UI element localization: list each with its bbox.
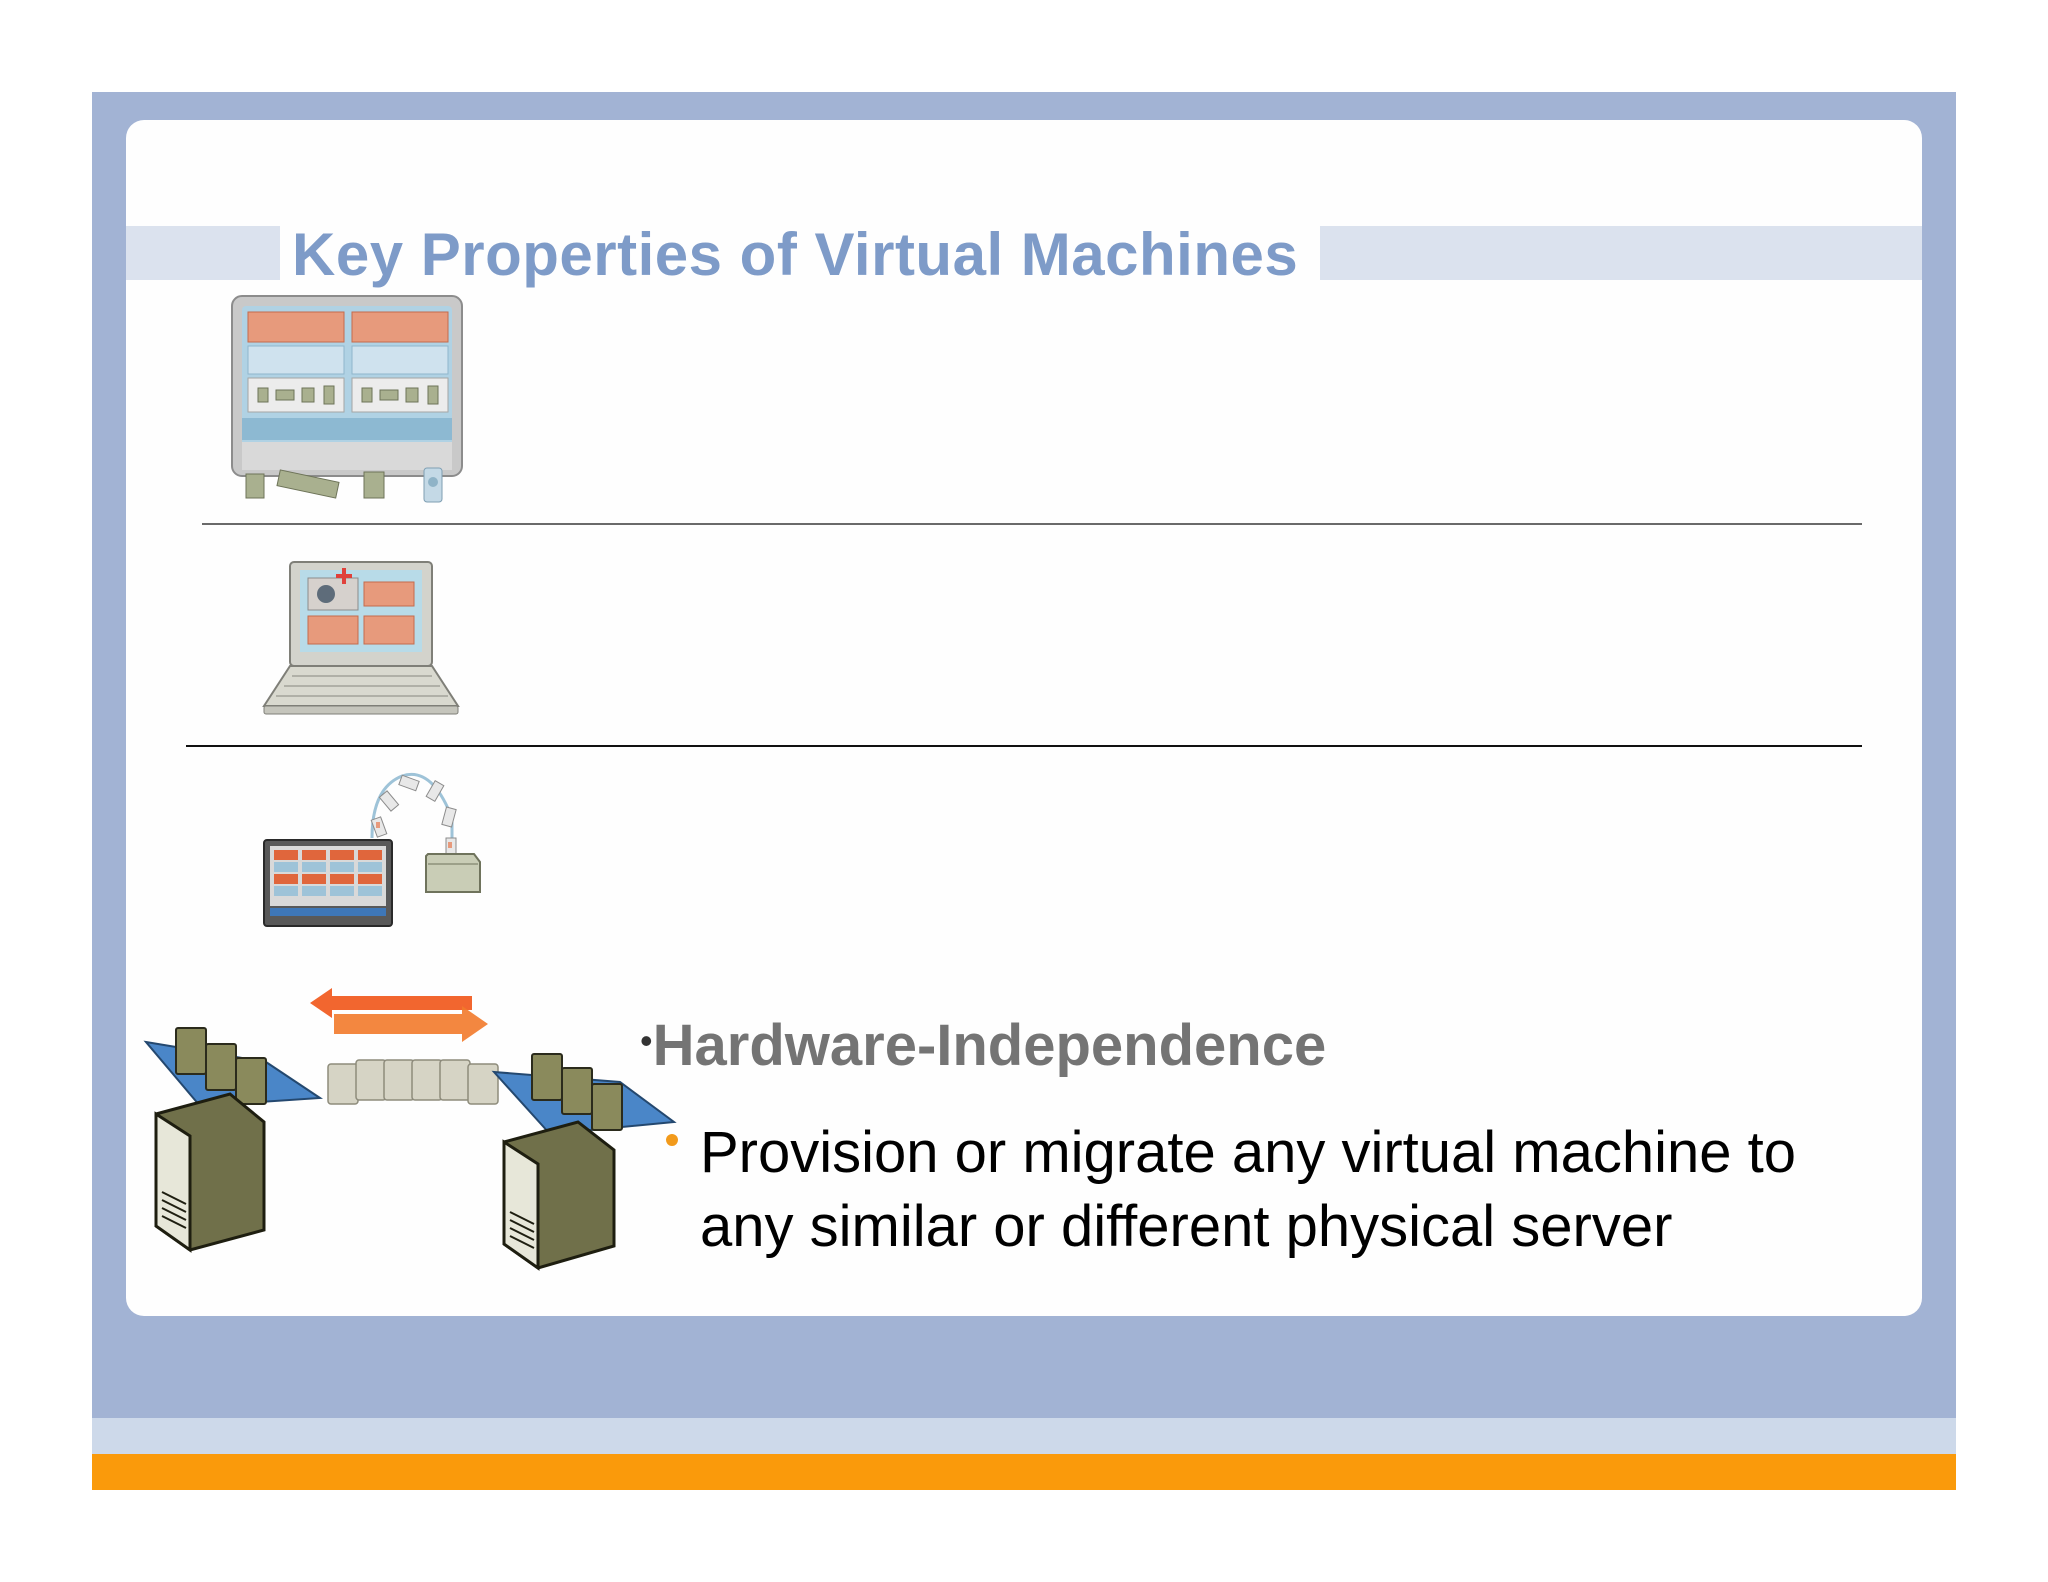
slide-title: Key Properties of Virtual Machines — [292, 221, 1299, 288]
bullet-text: Provision or migrate any virtual machine… — [700, 1120, 1797, 1259]
title-band-right — [1320, 226, 1922, 280]
bullet-marker — [666, 1134, 678, 1146]
heading-bullet: • — [640, 1020, 653, 1061]
title-band-left — [126, 226, 280, 280]
section-divider-2 — [186, 745, 1862, 747]
server-to-file-icon — [263, 773, 481, 927]
vm-architecture-icon — [231, 295, 463, 503]
server-migration-icon — [143, 988, 677, 1271]
section-divider-1 — [202, 523, 1862, 525]
section-heading-text: Hardware-Independence — [652, 1013, 1327, 1078]
footer-orange-band — [92, 1454, 1956, 1490]
laptop-icon — [262, 561, 460, 715]
footer-light-band — [92, 1418, 1956, 1454]
section-heading: •Hardware-Independence — [640, 1012, 1326, 1079]
